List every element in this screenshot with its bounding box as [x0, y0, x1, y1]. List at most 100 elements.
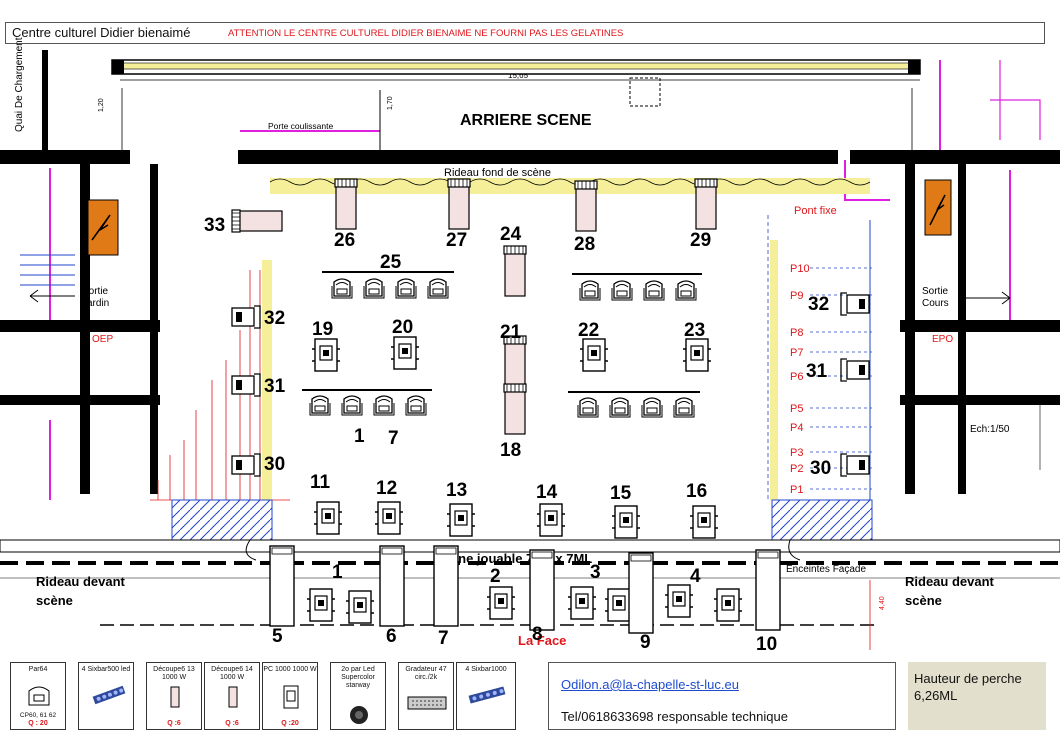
decoupe-icon	[228, 686, 238, 708]
par-can-icon	[609, 397, 631, 418]
floor-unit-icon	[628, 552, 654, 634]
fixture-number: 1	[354, 426, 365, 447]
pc-icon	[682, 338, 712, 372]
legend-par64: Par64 CP60, 61 62 Q : 20	[10, 662, 66, 730]
par-can-icon	[577, 397, 599, 418]
decoupe-icon	[694, 178, 718, 230]
par-can-icon	[395, 278, 417, 299]
par-can-icon	[641, 397, 663, 418]
decoupe-icon	[334, 178, 358, 230]
legend-label: Découpe6 13 1000 W	[153, 666, 195, 681]
decoupe-icon	[503, 245, 527, 297]
decoupe-icon	[170, 686, 180, 708]
pc-icon	[313, 501, 343, 535]
pc-icon	[689, 505, 719, 539]
stage-plan: 15,65 ARRIERE SCENE Porte coulissante 1,…	[0, 37, 1060, 655]
pc-icon	[390, 336, 420, 370]
fixture-number: 1	[332, 562, 343, 583]
par-can-icon	[331, 278, 353, 299]
fixture-number: 18	[500, 440, 521, 461]
pc-icon	[579, 338, 609, 372]
legend-label: 2o par Led Supercolor starway	[331, 666, 385, 690]
fixture-number: 11	[310, 472, 331, 493]
pc-icon	[345, 590, 375, 624]
fixture-number: 31	[806, 361, 828, 382]
perch-label: P7	[790, 347, 803, 359]
fixture-number: 32	[264, 308, 285, 329]
perch-label: P2	[790, 463, 803, 475]
fixture-number: 28	[574, 234, 595, 255]
par-can-icon	[579, 280, 601, 301]
floor-unit-icon	[529, 549, 555, 631]
fixture-number: 9	[640, 632, 651, 653]
venue-title: Centre culturel Didier bienaimé	[12, 25, 191, 40]
par-can-icon	[405, 395, 427, 416]
legend-label-text: 2o par Led Supercolor starway	[341, 666, 375, 689]
fixture-number: 31	[264, 376, 286, 397]
contact-email-link[interactable]: Odilon.a@la-chapelle-st-luc.eu	[561, 677, 739, 692]
pc-icon	[486, 586, 516, 620]
legend-qty: Q :6	[167, 720, 181, 727]
floor-unit-icon	[755, 549, 781, 631]
par-can-icon	[373, 395, 395, 416]
legend-qty: Q : 20	[28, 720, 48, 727]
legend-ledpar: 2o par Led Supercolor starway	[330, 662, 386, 730]
fixture-number: 27	[446, 230, 467, 251]
par-can-icon	[673, 397, 695, 418]
sixbar-icon	[92, 685, 126, 705]
perch-label: P1	[790, 484, 803, 496]
la-face-label: La Face	[518, 633, 566, 648]
pc-icon	[664, 584, 694, 618]
pc-icon	[374, 501, 404, 535]
epo-label: EPO	[932, 334, 953, 345]
porte-label: Porte coulissante	[268, 121, 333, 131]
legend-label: 4 Sixbar500 led	[81, 666, 131, 673]
fixture-number: 19	[312, 319, 333, 340]
fixture-number: 5	[272, 626, 283, 647]
fixture-number: 29	[690, 230, 711, 251]
perch-height-value: 6,26ML	[914, 688, 958, 703]
legend-sixbar1000: 4 Sixbar1000	[456, 662, 516, 730]
legend-pc1000: PC 1000 1000 W Q :20	[262, 662, 318, 730]
pont-fixe-label: Pont fixe	[794, 205, 837, 217]
fixture-number: 26	[334, 230, 355, 251]
fixture-number: 4	[690, 566, 701, 587]
fixture-number: 7	[438, 628, 449, 649]
floor-unit-icon	[269, 545, 295, 627]
fixture-number: 23	[684, 320, 705, 341]
fixture-number: 14	[536, 482, 558, 503]
title-bar: Centre culturel Didier bienaimé ATTENTIO…	[5, 22, 1045, 44]
side-par-icon	[840, 453, 870, 477]
echelle-label: Ech:1/50	[970, 424, 1010, 435]
enceintes-label: Enceintes Façade	[786, 564, 866, 575]
arriere-scene-label: ARRIERE SCENE	[460, 112, 592, 129]
decoupe-icon	[503, 335, 527, 387]
par-can-icon	[643, 280, 665, 301]
gel-warning: ATTENTION LE CENTRE CULTUREL DIDIER BIEN…	[228, 28, 624, 39]
legend-sixbar500: 4 Sixbar500 led	[78, 662, 134, 730]
decoupe-icon	[574, 180, 598, 232]
par64-icon	[28, 686, 50, 706]
legend-label: Gradateur 47 circ./2k	[405, 666, 447, 681]
contact-box: Odilon.a@la-chapelle-st-luc.eu Tel/06186…	[548, 662, 896, 730]
fixture-number: 32	[808, 294, 829, 315]
pc-icon	[446, 503, 476, 537]
fixture-number: 15	[610, 483, 632, 504]
legend-sub: CP60, 61 62	[19, 712, 57, 719]
pc-icon	[283, 685, 299, 709]
fixture-number: 22	[578, 320, 599, 341]
fixture-number: 13	[446, 480, 467, 501]
legend-label: Par64	[28, 666, 48, 673]
fixture-number: 24	[500, 224, 522, 245]
fixture-number: 33	[204, 215, 225, 236]
oep-label: OEP	[92, 334, 113, 345]
legend-decoupe613: Découpe6 13 1000 W Q :6	[146, 662, 202, 730]
par-can-icon	[611, 280, 633, 301]
decoupe-icon	[231, 209, 283, 233]
legend-qty: Q :20	[281, 720, 299, 727]
fixture-number: 6	[386, 626, 397, 647]
decoupe-icon	[503, 383, 527, 435]
par-can-icon	[363, 278, 385, 299]
